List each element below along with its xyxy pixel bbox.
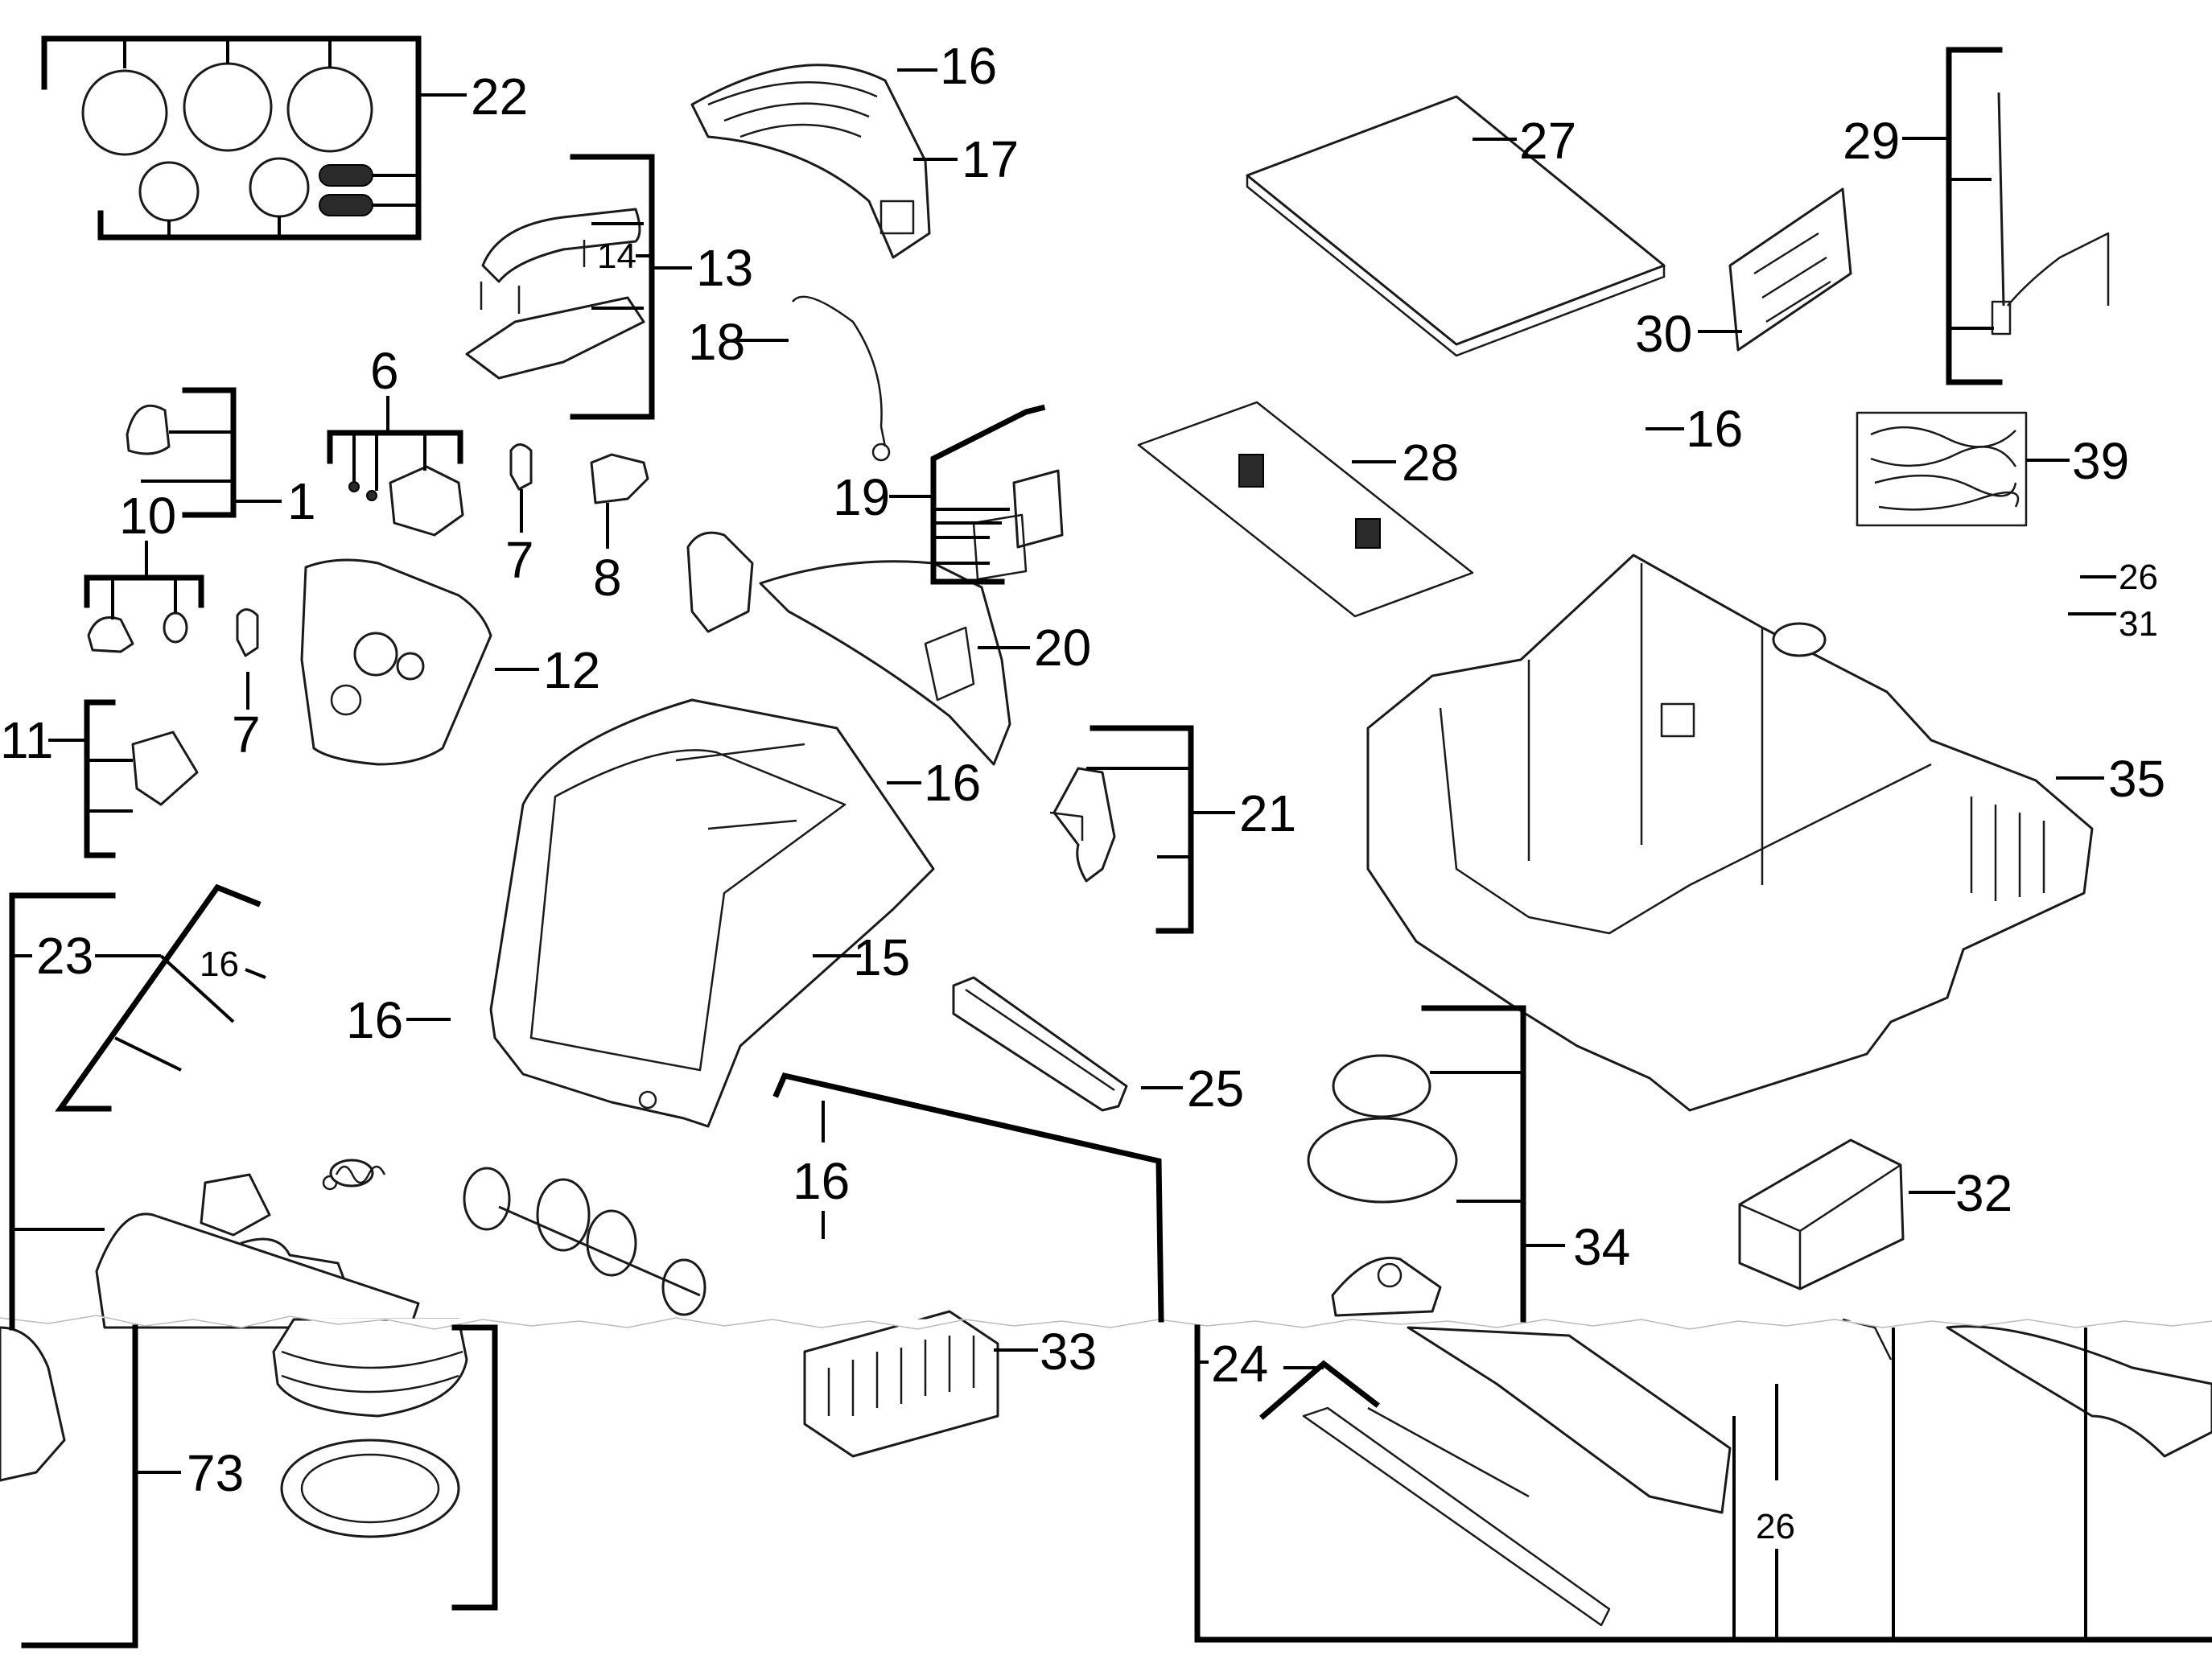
label-28: 28	[1402, 434, 1459, 492]
leader-16d	[245, 968, 266, 979]
label-13: 13	[696, 239, 753, 297]
labels: 22 16 17 14 13 27 29 30 6 18 1 10 7 8 19…	[0, 37, 2165, 1546]
bracket-73	[21, 1324, 498, 1649]
label-7b: 7	[232, 706, 261, 764]
label-6: 6	[370, 342, 399, 400]
label-31: 31	[2119, 604, 2158, 644]
bracket-6	[327, 396, 463, 491]
part-1-knob	[126, 404, 171, 455]
bracket-34	[1421, 1005, 1565, 1323]
part-28-connector-sheet	[1137, 401, 1474, 618]
part-7b-switch	[236, 608, 259, 657]
part-34-seal-set	[1307, 1054, 1458, 1317]
part-20-curved-cover	[759, 560, 1011, 766]
label-16b: 16	[1686, 400, 1743, 458]
label-25: 25	[1187, 1060, 1244, 1118]
bracket-10	[84, 541, 204, 620]
part-lower-carriage	[1302, 1326, 1732, 1627]
part-right-edge-nozzle	[1842, 1318, 2212, 1458]
part-side-bracket	[686, 531, 754, 633]
label-7a: 7	[505, 531, 534, 589]
part-spring	[335, 1165, 386, 1184]
part-30-control-board	[1728, 187, 1852, 352]
part-18-wire	[792, 295, 891, 462]
label-17: 17	[962, 130, 1019, 188]
label-21: 21	[1239, 784, 1296, 842]
bracket-23	[55, 883, 262, 1112]
label-14: 14	[597, 237, 636, 276]
part-21-latch	[1049, 767, 1116, 883]
part-25-filter-cartridge	[952, 976, 1128, 1112]
label-11: 11	[0, 711, 53, 769]
bracket-21	[1086, 725, 1235, 934]
part-22-ring-set	[81, 62, 373, 222]
label-12: 12	[543, 641, 600, 699]
part-19-bracket	[972, 469, 1064, 581]
part-17-grille-handle	[690, 64, 931, 259]
part-10-knob-ring	[87, 611, 188, 653]
label-26a: 26	[2119, 558, 2158, 597]
part-73-motor-unit	[272, 1318, 468, 1538]
label-34: 34	[1573, 1218, 1630, 1276]
bracket-19	[889, 404, 1046, 585]
label-18: 18	[688, 313, 745, 371]
part-27-filter-panel	[1246, 95, 1666, 357]
part-lower-wand	[95, 1212, 420, 1329]
label-16a: 16	[940, 37, 997, 95]
label-29: 29	[1843, 112, 1900, 170]
bracket-left-column	[9, 892, 116, 1331]
label-39: 39	[2072, 432, 2129, 490]
bracket-29	[1902, 47, 2003, 385]
label-27: 27	[1519, 112, 1576, 170]
label-15: 15	[853, 928, 910, 986]
torn-seam	[0, 1315, 2212, 1330]
bracket-13	[570, 154, 692, 420]
label-16d: 16	[200, 945, 239, 984]
part-13-handle-assembly	[465, 208, 645, 380]
part-35-base-housing	[1366, 554, 2094, 1112]
label-16f: 16	[793, 1152, 850, 1210]
bracket-24	[1194, 1324, 2212, 1643]
part-11-socket	[131, 731, 199, 806]
part-33-vent-grille	[803, 1310, 999, 1458]
part-32-foam-block	[1738, 1138, 1905, 1291]
label-8: 8	[593, 549, 622, 607]
part-8-clip	[590, 453, 649, 504]
label-24: 24	[1211, 1335, 1268, 1393]
label-19: 19	[833, 468, 890, 526]
label-1: 1	[287, 472, 316, 530]
label-33: 33	[1040, 1323, 1097, 1381]
part-12-front-panel	[300, 558, 492, 766]
part-6-switch-block	[348, 465, 464, 537]
part-7a-switch	[509, 443, 533, 491]
bracket-1	[141, 387, 282, 518]
part-motor-shaft-discs	[463, 1167, 706, 1316]
label-35: 35	[2108, 750, 2165, 808]
bracket-16f	[772, 1072, 1164, 1323]
label-32: 32	[1955, 1164, 2012, 1222]
part-left-edge-cut	[0, 1326, 66, 1482]
bracket-11	[48, 699, 133, 858]
label-16e: 16	[346, 991, 403, 1049]
label-23: 23	[36, 927, 93, 985]
label-73: 73	[187, 1444, 244, 1502]
part-29-probe-assembly	[1991, 92, 2110, 336]
label-16c: 16	[924, 754, 981, 812]
bracket-22	[41, 35, 467, 241]
label-10: 10	[119, 487, 176, 545]
part-15-main-housing	[489, 698, 935, 1128]
label-30: 30	[1635, 305, 1692, 363]
label-22: 22	[471, 68, 528, 126]
label-26b: 26	[1756, 1507, 1795, 1546]
label-20: 20	[1034, 619, 1091, 677]
part-39-wiring-harness	[1856, 411, 2028, 527]
